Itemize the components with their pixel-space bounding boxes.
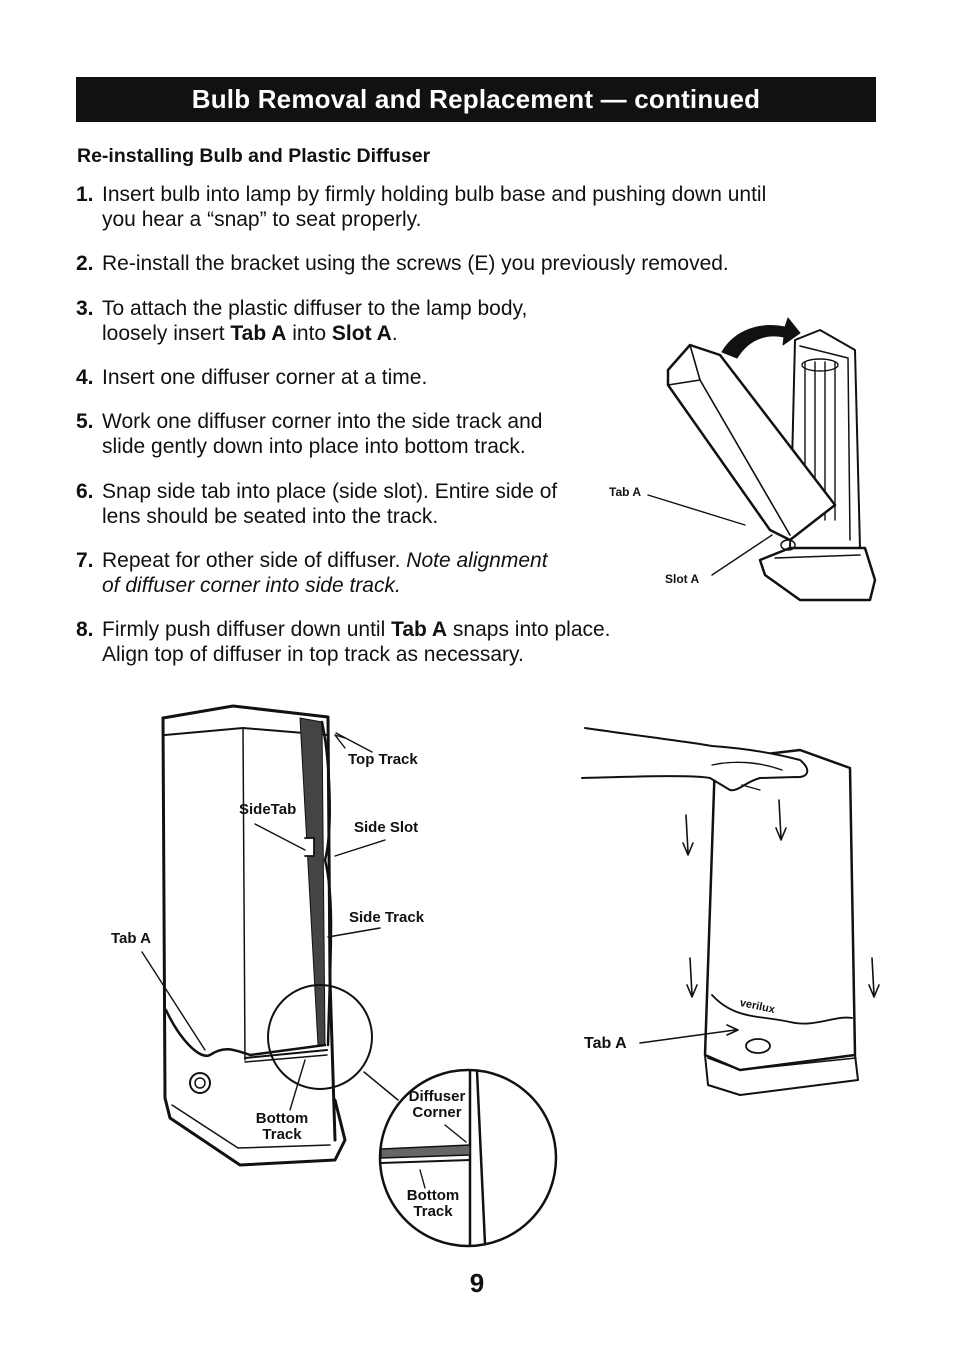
step-text: slide gently down into place into bottom… bbox=[102, 435, 526, 458]
step-text: Snap side tab into place (side slot). En… bbox=[102, 480, 558, 503]
step-text: loosely insert Tab A into Slot A. bbox=[102, 322, 398, 345]
label-side-tab: SideTab bbox=[239, 801, 297, 818]
step-number: 8. bbox=[76, 618, 94, 641]
step-note: of diffuser corner into side track. bbox=[102, 574, 401, 597]
step-text: Align top of diffuser in top track as ne… bbox=[102, 643, 524, 666]
step-number: 7. bbox=[76, 549, 94, 572]
step-number: 1. bbox=[76, 183, 94, 206]
step-text: Insert one diffuser corner at a time. bbox=[102, 366, 428, 389]
section-banner: Bulb Removal and Replacement — continued bbox=[76, 77, 876, 122]
label-side-slot: Side Slot bbox=[354, 819, 419, 836]
step-text: lens should be seated into the track. bbox=[102, 505, 439, 528]
label-tab-a: Tab A bbox=[111, 930, 151, 947]
label-tab-a-push: Tab A bbox=[584, 1035, 627, 1052]
step-text: Insert bulb into lamp by firmly holding … bbox=[102, 183, 767, 206]
step-number: 3. bbox=[76, 297, 94, 320]
figure-push-down: verilux bbox=[581, 727, 880, 1096]
step-text: you hear a “snap” to seat properly. bbox=[102, 208, 422, 231]
figure-lamp-tracks bbox=[141, 704, 399, 1167]
figure-diffuser-attach bbox=[647, 317, 877, 602]
step-text: Firmly push diffuser down until Tab A sn… bbox=[102, 618, 611, 641]
step-text: Repeat for other side of diffuser. Note … bbox=[102, 549, 548, 572]
step-text: To attach the plastic diffuser to the la… bbox=[102, 297, 528, 320]
subsection-heading: Re-installing Bulb and Plastic Diffuser bbox=[77, 145, 431, 167]
label-tab-a: Tab A bbox=[609, 485, 641, 499]
brand-logo: verilux bbox=[739, 997, 777, 1016]
label-side-track: Side Track bbox=[349, 909, 425, 926]
step-number: 2. bbox=[76, 252, 94, 275]
label-slot-a: Slot A bbox=[665, 572, 700, 586]
step-number: 5. bbox=[76, 410, 94, 433]
step-text: Re-install the bracket using the screws … bbox=[102, 252, 729, 275]
figure-zoom-detail bbox=[378, 1068, 558, 1248]
step-text: Work one diffuser corner into the side t… bbox=[102, 410, 543, 433]
step-number: 4. bbox=[76, 366, 94, 389]
page-number: 9 bbox=[469, 1268, 485, 1298]
step-number: 6. bbox=[76, 480, 94, 503]
label-top-track: Top Track bbox=[348, 751, 418, 768]
